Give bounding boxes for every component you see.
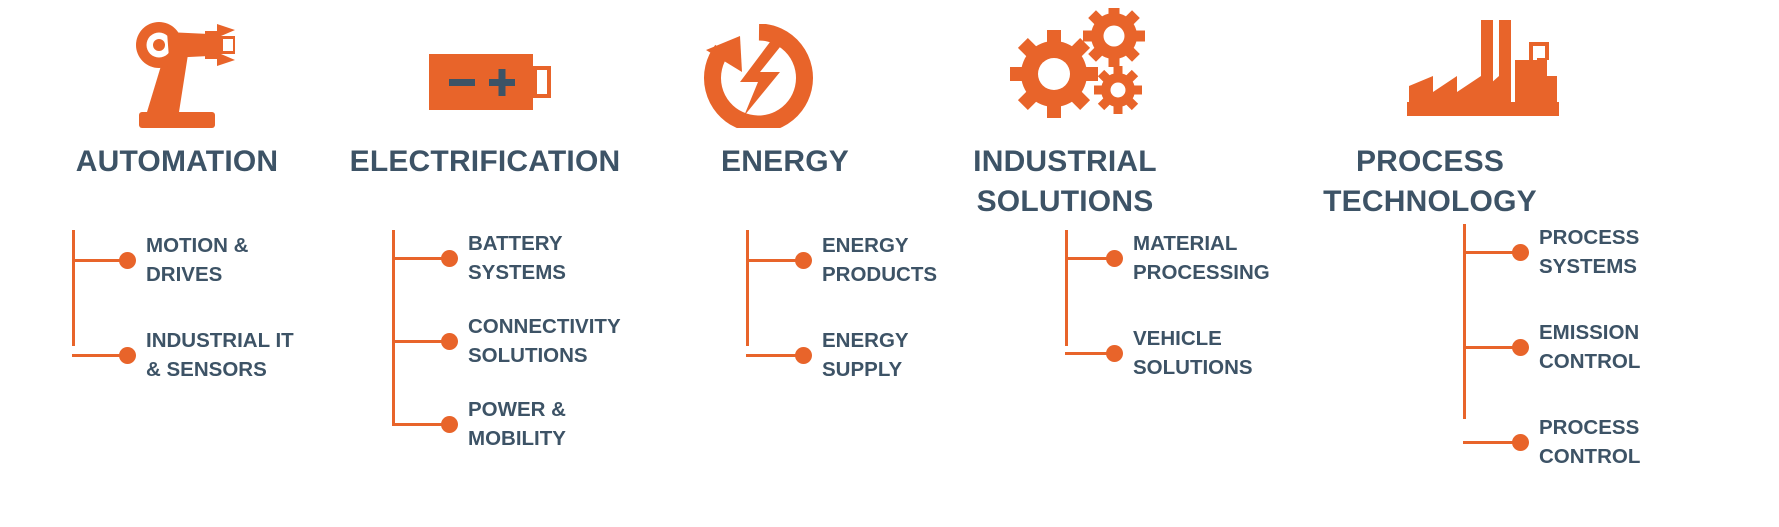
branch-label: MATERIAL PROCESSING	[1133, 232, 1270, 284]
branch-bullet	[1106, 344, 1123, 362]
branch-connector	[392, 422, 442, 426]
energy-cycle-bolt-icon	[700, 24, 818, 128]
tree-branch[interactable]: MOTION & DRIVES	[72, 231, 249, 289]
segment-column-process-technology: PROCESS TECHNOLOGY PROCESS SYSTEMS EMISS…	[1275, 0, 1640, 527]
segment-column-energy: ENERGY ENERGY PRODUCTS ENERGY SUPPLY	[640, 0, 937, 527]
branch-bullet	[441, 332, 458, 350]
tree-branch[interactable]: POWER & MOBILITY	[392, 395, 566, 453]
tree-branch[interactable]: PROCESS CONTROL	[1463, 413, 1640, 471]
branch-connector	[746, 353, 796, 357]
icon-zone-automation	[22, 0, 332, 130]
tree-branch[interactable]: INDUSTRIAL IT & SENSORS	[72, 326, 294, 384]
tree-branch[interactable]: BATTERY SYSTEMS	[392, 229, 566, 287]
icon-zone-electrification	[335, 0, 635, 130]
branch-connector	[392, 339, 442, 343]
branch-label: BATTERY SYSTEMS	[468, 232, 566, 284]
tree-spine	[746, 230, 749, 346]
branch-connector	[1065, 351, 1107, 355]
icon-zone-process-technology	[1275, 0, 1585, 130]
branch-bullet	[1512, 338, 1529, 356]
icon-zone-industrial-solutions	[915, 0, 1215, 130]
branch-bullet	[441, 415, 458, 433]
branch-label: PROCESS SYSTEMS	[1539, 226, 1640, 278]
segment-column-automation: AUTOMATION MOTION & DRIVES INDUSTRIAL IT…	[22, 0, 332, 527]
segment-tree-industrial-solutions: MATERIAL PROCESSING VEHICLE SOLUTIONS	[915, 200, 1270, 460]
tree-branch[interactable]: ENERGY SUPPLY	[746, 326, 909, 384]
branch-bullet	[441, 249, 458, 267]
branch-connector	[1463, 250, 1513, 254]
branch-connector	[746, 258, 796, 262]
branch-label: INDUSTRIAL IT & SENSORS	[146, 329, 294, 381]
tree-spine	[1065, 230, 1068, 346]
tree-branch[interactable]: EMISSION CONTROL	[1463, 318, 1640, 376]
tree-branch[interactable]: ENERGY PRODUCTS	[746, 231, 937, 289]
branch-connector	[72, 258, 120, 262]
segment-title-process-technology: PROCESS TECHNOLOGY	[1323, 145, 1537, 218]
branch-connector	[72, 353, 120, 357]
icon-zone-energy	[640, 0, 930, 130]
segment-column-industrial-solutions: INDUSTRIAL SOLUTIONS MATERIAL PROCESSING…	[915, 0, 1270, 527]
segment-tree-automation: MOTION & DRIVES INDUSTRIAL IT & SENSORS	[22, 200, 332, 460]
tree-branch[interactable]: CONNECTIVITY SOLUTIONS	[392, 312, 621, 370]
branch-bullet	[119, 346, 136, 364]
gears-icon	[1010, 8, 1150, 120]
branch-label: ENERGY PRODUCTS	[822, 234, 938, 286]
branch-label: MOTION & DRIVES	[146, 234, 249, 286]
factory-icon	[1403, 14, 1563, 120]
branch-label: CONNECTIVITY SOLUTIONS	[468, 315, 621, 367]
branch-label: VEHICLE SOLUTIONS	[1133, 327, 1253, 379]
branch-bullet	[119, 251, 136, 269]
segment-column-electrification: ELECTRIFICATION BATTERY SYSTEMS CONNECTI…	[335, 0, 635, 527]
segment-tree-electrification: BATTERY SYSTEMS CONNECTIVITY SOLUTIONS P…	[335, 200, 635, 460]
segment-title-electrification: ELECTRIFICATION	[349, 145, 621, 178]
segment-title-energy: ENERGY	[721, 145, 849, 178]
segment-tree-process-technology: PROCESS SYSTEMS EMISSION CONTROL PROCESS…	[1275, 194, 1640, 468]
branch-label: ENERGY SUPPLY	[822, 329, 909, 381]
segment-tree-energy: ENERGY PRODUCTS ENERGY SUPPLY	[640, 200, 937, 460]
branch-bullet	[795, 346, 812, 364]
branch-label: PROCESS CONTROL	[1539, 416, 1641, 468]
segment-title-industrial-solutions: INDUSTRIAL SOLUTIONS	[973, 145, 1157, 218]
tree-branch[interactable]: VEHICLE SOLUTIONS	[1065, 324, 1253, 382]
branch-connector	[392, 256, 442, 260]
branch-label: POWER & MOBILITY	[468, 398, 566, 450]
robot-arm-icon	[117, 18, 237, 128]
tree-spine	[392, 230, 395, 425]
tree-spine	[72, 230, 75, 346]
branch-connector	[1065, 256, 1107, 260]
branch-connector	[1463, 345, 1513, 349]
branch-connector	[1463, 440, 1513, 444]
tree-spine	[1463, 224, 1466, 419]
battery-icon	[427, 46, 555, 118]
branch-bullet	[1512, 433, 1529, 451]
segment-title-automation: AUTOMATION	[75, 145, 279, 178]
branch-bullet	[795, 251, 812, 269]
branch-bullet	[1512, 243, 1529, 261]
branch-bullet	[1106, 249, 1123, 267]
branch-label: EMISSION CONTROL	[1539, 321, 1641, 373]
tree-branch[interactable]: MATERIAL PROCESSING	[1065, 229, 1270, 287]
tree-branch[interactable]: PROCESS SYSTEMS	[1463, 223, 1639, 281]
